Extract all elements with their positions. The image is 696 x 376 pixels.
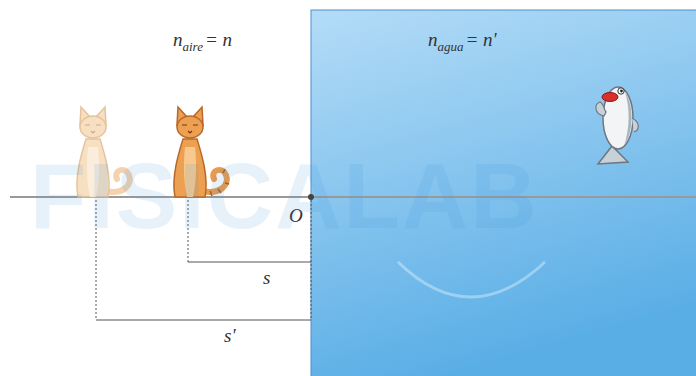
cat-face (85, 125, 101, 133)
cat-chest (184, 147, 196, 197)
fish-fin (596, 102, 606, 116)
cat-body (77, 139, 109, 197)
subscript: aire (183, 39, 203, 54)
cat-head (80, 116, 106, 138)
value: = n' (466, 29, 497, 50)
fish (596, 87, 638, 164)
value: = n (205, 29, 232, 50)
dimension-line (188, 262, 311, 263)
fish-mouth (602, 93, 618, 102)
cat-body (174, 139, 206, 197)
dimension-lines (96, 200, 311, 320)
fish-tail (598, 146, 628, 164)
optical-axis (10, 196, 696, 198)
fish-body (603, 87, 633, 149)
object-distance: s (263, 268, 270, 289)
point-label: O (289, 205, 303, 226)
cat-face (182, 125, 198, 133)
cat-image (77, 107, 130, 197)
symbol: n (428, 29, 438, 50)
fish-eye (618, 88, 624, 94)
cat-head (177, 116, 203, 138)
dimension-extension (188, 200, 189, 262)
dimension-extension (311, 200, 312, 320)
refractive-index-air: naire= n (173, 30, 232, 51)
cat-object (174, 107, 229, 197)
subscript: agua (438, 39, 464, 54)
image-distance: s' (224, 326, 235, 347)
fish-pupil (620, 90, 623, 93)
watermark-text: FISICALAB (30, 145, 539, 247)
dimension-line (96, 320, 311, 321)
watermark-arc (398, 262, 545, 297)
distance-label: s (263, 267, 270, 288)
distance-label: s' (224, 325, 235, 346)
watermark: FISICALAB (30, 146, 539, 247)
cat-chest (87, 147, 99, 197)
fish-fin (632, 118, 638, 132)
fish-back (624, 92, 632, 146)
refractive-index-water: nagua= n' (428, 30, 497, 51)
cat-tail-stripes (210, 169, 229, 196)
origin-label: O (289, 206, 303, 227)
dimension-extension (96, 200, 97, 320)
water-region (311, 10, 696, 376)
origin-point (308, 194, 314, 200)
symbol: n (173, 29, 183, 50)
